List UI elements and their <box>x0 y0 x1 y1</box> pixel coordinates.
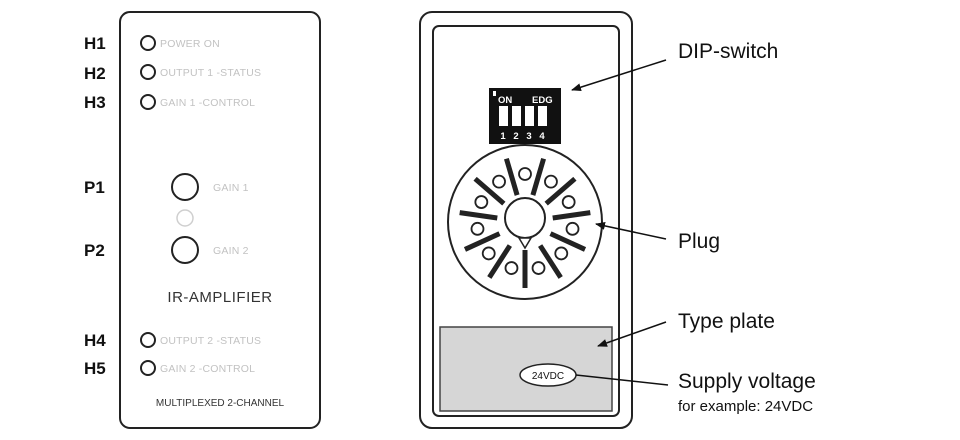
plug-pin-hole <box>531 261 546 275</box>
plug-pins <box>459 157 591 288</box>
plug-pin-slot <box>552 210 591 221</box>
led-h2: H2 OUTPUT 1 -STATUS <box>84 64 261 83</box>
plug-pin-slot <box>504 157 520 196</box>
callout-dip-switch: DIP-switch <box>678 40 778 63</box>
dip-number: 2 <box>513 131 518 142</box>
rear-panel: ON EDG 1 2 3 4 24VDC <box>419 11 633 429</box>
led-indicator <box>140 64 156 80</box>
voltage-badge-text: 24VDC <box>532 371 564 382</box>
panel-title: IR-AMPLIFIER <box>167 289 272 306</box>
pot-label: GAIN 2 <box>213 245 249 257</box>
callout-supply-voltage: Supply voltage <box>678 370 816 393</box>
led-label: POWER ON <box>160 38 220 50</box>
front-panel-outline <box>119 11 321 429</box>
led-indicator <box>140 94 156 110</box>
dip-switch-slot <box>525 106 534 126</box>
led-label: GAIN 2 -CONTROL <box>160 363 255 375</box>
plug-pin-slot <box>530 157 546 196</box>
led-id: H3 <box>84 93 106 112</box>
dip-number: 3 <box>526 131 531 142</box>
dip-number: 4 <box>539 131 545 142</box>
led-indicator <box>140 35 156 51</box>
led-label: OUTPUT 1 -STATUS <box>160 67 261 79</box>
plug-socket <box>447 144 603 300</box>
dip-switch: ON EDG 1 2 3 4 <box>489 88 561 144</box>
plug-pin-slot <box>487 244 512 279</box>
dip-number: 1 <box>500 131 506 142</box>
plug-pin-hole <box>492 174 506 189</box>
pot-p2: P2 GAIN 2 <box>84 236 249 264</box>
front-panel: H1 POWER ON H2 OUTPUT 1 -STATUS H3 GAIN … <box>84 11 321 429</box>
led-id: H1 <box>84 34 106 53</box>
plug-key <box>517 237 533 250</box>
pot-p1: P1 GAIN 1 <box>84 173 249 201</box>
plug-pin-slot <box>538 244 563 279</box>
led-id: H5 <box>84 359 106 378</box>
led-id: H4 <box>84 331 106 350</box>
callout-arrow-dip <box>571 59 667 92</box>
plug-pin-hole <box>554 246 569 261</box>
plug-pin-slot <box>549 231 587 252</box>
callout-arrow-plug <box>595 221 667 240</box>
plug-pin-hole <box>544 174 558 189</box>
plug-pin-slot <box>459 210 498 221</box>
callout-type-plate: Type plate <box>678 310 775 333</box>
pot-id: P2 <box>84 241 105 260</box>
plug-pin-hole <box>470 221 485 236</box>
led-h3: H3 GAIN 1 -CONTROL <box>84 93 255 112</box>
plug-center-hole <box>504 197 546 239</box>
pot-knob <box>171 173 199 201</box>
link-icon <box>176 209 194 227</box>
plug-pin-hole <box>504 261 519 275</box>
dip-switch-slot <box>512 106 521 126</box>
led-h5: H5 GAIN 2 -CONTROL <box>84 359 255 378</box>
plug-pin-hole <box>474 195 489 209</box>
callout-line-voltage <box>575 374 669 386</box>
callouts: DIP-switch Plug Type plate Supply voltag… <box>571 40 816 415</box>
callout-plug: Plug <box>678 230 720 253</box>
callout-arrow-type-plate <box>597 321 667 347</box>
plug-pin-hole <box>518 167 532 181</box>
led-label: GAIN 1 -CONTROL <box>160 97 255 109</box>
led-label: OUTPUT 2 -STATUS <box>160 335 261 347</box>
pot-id: P1 <box>84 178 105 197</box>
plug-pin-slot <box>544 176 577 206</box>
pot-knob <box>171 236 199 264</box>
led-h1: H1 POWER ON <box>84 34 220 53</box>
plug-pin-slot <box>463 231 501 252</box>
dip-switch-marker <box>493 91 496 96</box>
plug-pin-hole <box>561 195 576 209</box>
dip-switch-slot <box>538 106 547 126</box>
plug-pin-slot <box>473 176 506 206</box>
pot-label: GAIN 1 <box>213 182 249 194</box>
panel-footer: MULTIPLEXED 2-CHANNEL <box>156 398 285 409</box>
led-h4: H4 OUTPUT 2 -STATUS <box>84 331 261 350</box>
callout-supply-voltage-example: for example: 24VDC <box>678 398 813 415</box>
led-id: H2 <box>84 64 106 83</box>
dip-switch-slot <box>499 106 508 126</box>
led-indicator <box>140 360 156 376</box>
led-indicator <box>140 332 156 348</box>
dip-on-label: ON <box>498 95 512 106</box>
dip-edg-label: EDG <box>532 95 553 106</box>
plug-pin-hole <box>565 221 580 236</box>
plug-pin-hole <box>481 246 496 261</box>
